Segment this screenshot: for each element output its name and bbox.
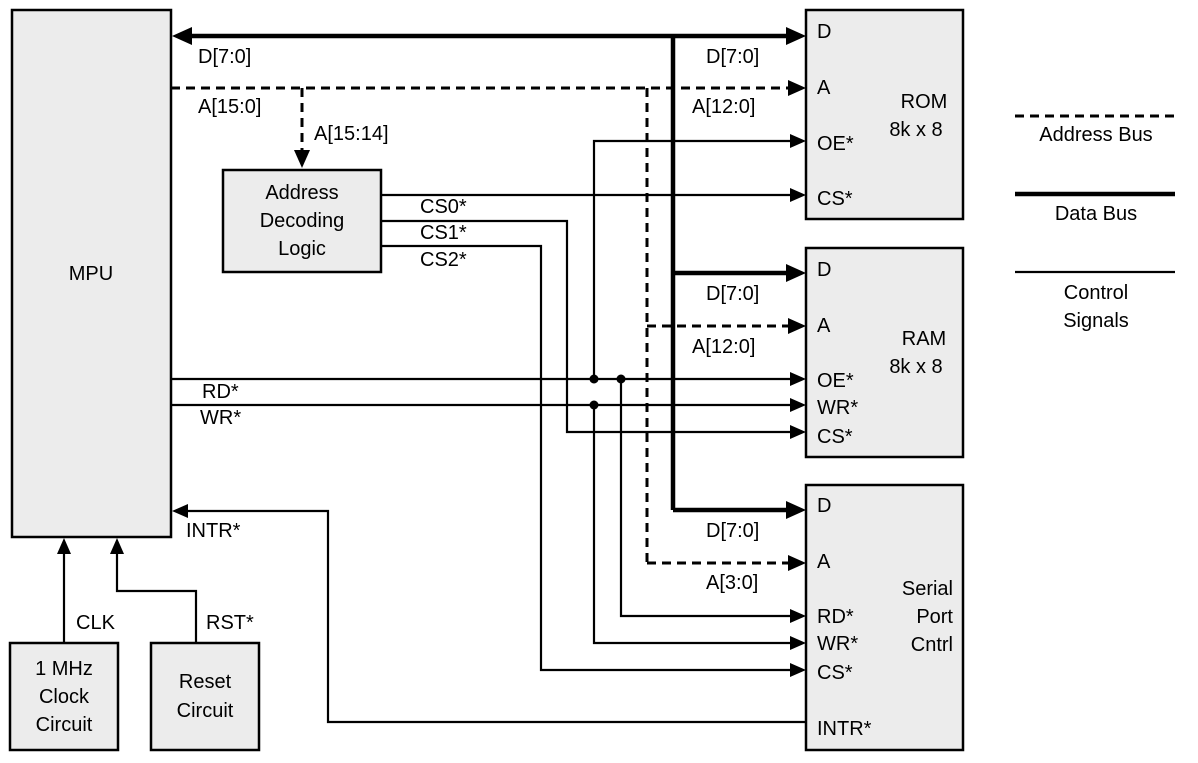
clock-label-line-1: 1 MHz bbox=[35, 658, 93, 680]
decoder-label-line-3: Logic bbox=[278, 238, 326, 260]
clock-label-line-2: Clock bbox=[39, 686, 90, 708]
label-rom-d: D[7:0] bbox=[706, 46, 759, 68]
ram-cs-arrowhead bbox=[790, 425, 806, 439]
mpu-block: MPU bbox=[10, 8, 173, 539]
serial-pin-rd: RD* bbox=[817, 606, 854, 628]
address-decoder-block: Address Decoding Logic bbox=[221, 168, 383, 274]
address-bus-decoder-arrowhead bbox=[294, 150, 310, 168]
clock-circuit-block: 1 MHz Clock Circuit bbox=[8, 641, 120, 752]
rom-pin-oe: OE* bbox=[817, 133, 854, 155]
serial-title-line-3: Cntrl bbox=[911, 634, 953, 656]
rom-block: D A OE* CS* ROM 8k x 8 bbox=[804, 8, 965, 221]
ram-title: RAM bbox=[902, 328, 946, 350]
mpu-label: MPU bbox=[69, 263, 113, 285]
control-signals bbox=[57, 134, 806, 724]
serial-pin-a: A bbox=[817, 551, 831, 573]
decoder-label-line-1: Address bbox=[265, 182, 338, 204]
label-cs1: CS1* bbox=[420, 222, 467, 244]
label-wr: WR* bbox=[200, 407, 241, 429]
legend-data-bus-label: Data Bus bbox=[1055, 203, 1137, 225]
ram-size: 8k x 8 bbox=[889, 356, 942, 378]
rd-to-rom-oe bbox=[592, 139, 790, 379]
address-bus bbox=[171, 80, 806, 571]
cs2-line bbox=[381, 244, 790, 672]
serial-title-line-2: Port bbox=[916, 606, 953, 628]
data-bus-mpu-arrowhead bbox=[172, 27, 192, 45]
address-bus-ram-arrowhead bbox=[788, 318, 806, 334]
serial-rd-arrowhead bbox=[790, 609, 806, 623]
legend-address-bus-label: Address Bus bbox=[1039, 124, 1152, 146]
signal-labels: D[7:0] D[7:0] A[15:0] A[15:14] A[12:0] C… bbox=[76, 46, 759, 634]
ram-block: D A OE* WR* CS* RAM 8k x 8 bbox=[804, 246, 965, 459]
intr-mpu-arrowhead bbox=[172, 504, 188, 518]
rom-cs-arrowhead bbox=[790, 188, 806, 202]
ram-pin-wr: WR* bbox=[817, 397, 858, 419]
serial-wr-arrowhead bbox=[790, 636, 806, 650]
legend-control-signals-label-line-2: Signals bbox=[1063, 310, 1129, 332]
rom-oe-arrowhead bbox=[790, 134, 806, 148]
label-a-main: A[15:0] bbox=[198, 96, 261, 118]
data-bus bbox=[172, 27, 806, 519]
data-bus-ram-arrowhead bbox=[786, 264, 806, 282]
ram-pin-cs: CS* bbox=[817, 426, 853, 448]
address-bus-rom-arrowhead bbox=[788, 80, 806, 96]
label-ser-a: A[3:0] bbox=[706, 572, 758, 594]
rom-title: ROM bbox=[901, 91, 948, 113]
wr-junction bbox=[589, 400, 599, 410]
label-a-hi: A[15:14] bbox=[314, 123, 389, 145]
serial-title-line-1: Serial bbox=[902, 578, 953, 600]
label-d-main: D[7:0] bbox=[198, 46, 251, 68]
legend-control-signals-label-line-1: Control bbox=[1064, 282, 1128, 304]
rd-junction-1 bbox=[589, 374, 599, 384]
label-rst: RST* bbox=[206, 612, 254, 634]
serial-pin-cs: CS* bbox=[817, 662, 853, 684]
ram-pin-a: A bbox=[817, 315, 831, 337]
label-rom-a: A[12:0] bbox=[692, 96, 755, 118]
rst-arrowhead bbox=[110, 538, 124, 554]
rd-junction-2 bbox=[616, 374, 626, 384]
label-rd: RD* bbox=[202, 381, 239, 403]
rom-pin-cs: CS* bbox=[817, 188, 853, 210]
reset-label-line-1: Reset bbox=[179, 671, 232, 693]
label-intr: INTR* bbox=[186, 520, 241, 542]
serial-pin-intr: INTR* bbox=[817, 718, 872, 740]
serial-pin-d: D bbox=[817, 495, 831, 517]
rom-size: 8k x 8 bbox=[889, 119, 942, 141]
cs1-line bbox=[381, 219, 790, 434]
label-cs2: CS2* bbox=[420, 249, 467, 271]
rd-to-serial-rd bbox=[619, 379, 790, 618]
data-bus-serial-arrowhead bbox=[786, 501, 806, 519]
rom-pin-d: D bbox=[817, 21, 831, 43]
data-bus-rom-arrowhead bbox=[786, 27, 806, 45]
legend: Address Bus Data Bus Control Signals bbox=[1015, 114, 1175, 332]
clk-arrowhead bbox=[57, 538, 71, 554]
wr-to-serial-wr bbox=[592, 405, 790, 645]
ram-pin-oe: OE* bbox=[817, 370, 854, 392]
label-ser-d: D[7:0] bbox=[706, 520, 759, 542]
address-bus-serial-arrowhead bbox=[788, 555, 806, 571]
intr-line bbox=[188, 509, 806, 724]
reset-circuit-block: Reset Circuit bbox=[149, 641, 261, 752]
clock-label-line-3: Circuit bbox=[36, 714, 93, 736]
label-ram-a: A[12:0] bbox=[692, 336, 755, 358]
wr-ram-arrowhead bbox=[790, 398, 806, 412]
decoder-label-line-2: Decoding bbox=[260, 210, 345, 232]
label-clk: CLK bbox=[76, 612, 116, 634]
rst-line bbox=[115, 554, 198, 643]
label-cs0: CS0* bbox=[420, 196, 467, 218]
serial-cs-arrowhead bbox=[790, 663, 806, 677]
serial-port-block: D A RD* WR* CS* INTR* Serial Port Cntrl bbox=[804, 483, 965, 752]
reset-label-line-2: Circuit bbox=[177, 700, 234, 722]
ram-pin-d: D bbox=[817, 259, 831, 281]
rom-pin-a: A bbox=[817, 77, 831, 99]
label-ram-d: D[7:0] bbox=[706, 283, 759, 305]
rd-ram-arrowhead bbox=[790, 372, 806, 386]
serial-pin-wr: WR* bbox=[817, 633, 858, 655]
